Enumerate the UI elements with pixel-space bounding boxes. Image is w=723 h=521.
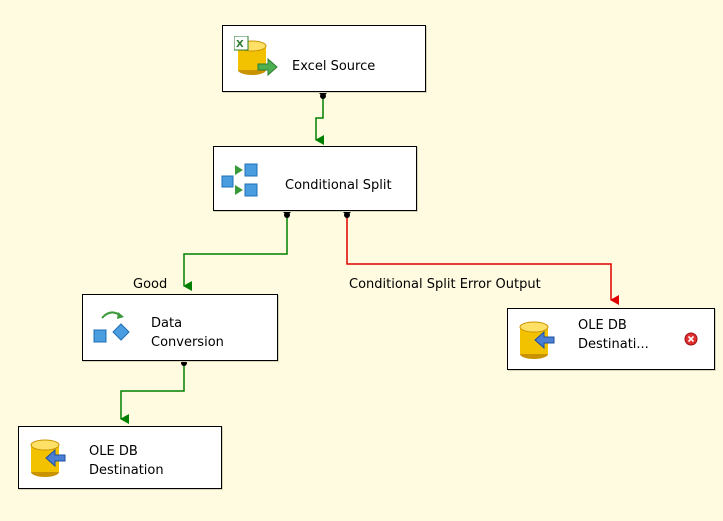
database-destination-icon: [30, 439, 66, 477]
error-icon[interactable]: [684, 332, 698, 346]
node-conditional-split[interactable]: Conditional Split: [213, 146, 417, 211]
node-ole-db-destination-error[interactable]: OLE DB Destinati...: [507, 308, 715, 370]
node-label-line1: Data: [151, 316, 183, 331]
data-conversion-icon: [93, 311, 130, 343]
path-label-error-output: Conditional Split Error Output: [349, 277, 541, 292]
node-ole-db-destination[interactable]: OLE DB Destination: [18, 426, 222, 489]
path-excel-to-split[interactable]: [315, 91, 329, 145]
path-label-good: Good: [133, 277, 168, 292]
database-destination-icon: [519, 321, 555, 359]
path-error-output[interactable]: [341, 210, 619, 305]
node-label-line2: Destination: [89, 463, 164, 478]
node-data-conversion[interactable]: Data Conversion: [82, 294, 278, 361]
node-label: Excel Source: [292, 59, 376, 74]
path-conversion-to-destination[interactable]: [120, 358, 190, 424]
node-label: Conditional Split: [285, 178, 392, 193]
path-good[interactable]: [183, 210, 293, 291]
node-label-line2: Destinati...: [578, 337, 649, 352]
excel-source-icon: X: [234, 36, 278, 77]
node-label-line1: OLE DB: [89, 444, 138, 459]
node-label-line2: Conversion: [151, 335, 224, 350]
conditional-split-icon: [221, 163, 258, 197]
node-label-line1: OLE DB: [578, 318, 627, 333]
svg-text:X: X: [236, 39, 244, 50]
node-excel-source[interactable]: X Excel Source: [222, 25, 426, 92]
